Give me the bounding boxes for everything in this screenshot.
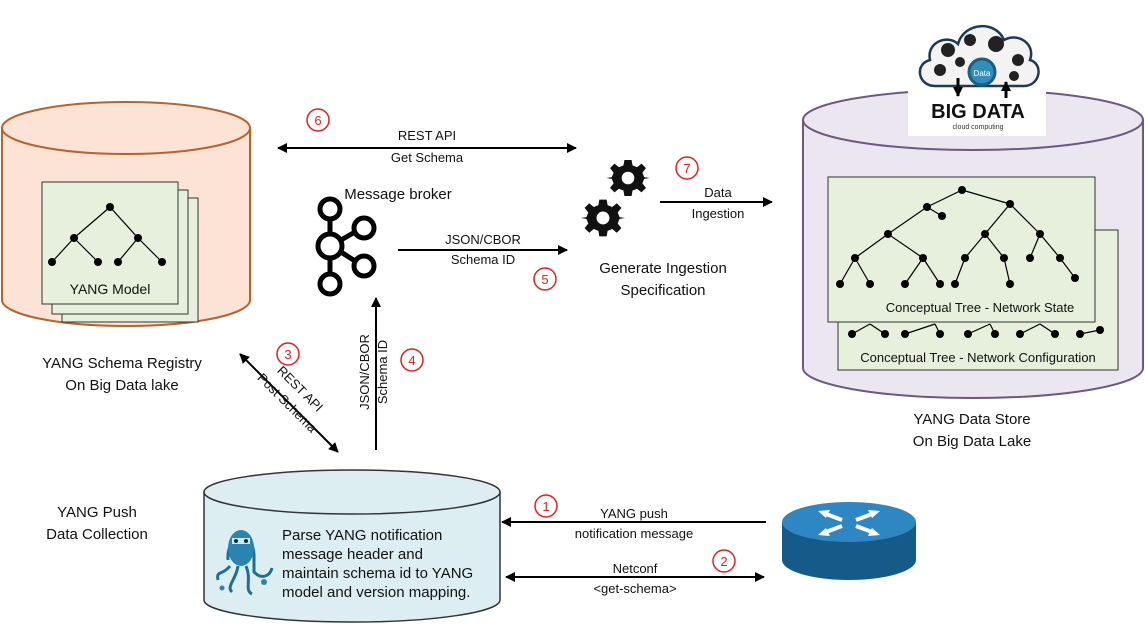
registry-title-line2: On Big Data lake <box>65 377 178 394</box>
flow-3-arrow <box>239 353 339 453</box>
step-badge-2: 2 <box>712 549 736 573</box>
svg-text:4: 4 <box>408 353 415 368</box>
svg-text:2: 2 <box>720 554 727 569</box>
step-badge-3: 3 <box>276 342 300 366</box>
step-badges: 6 7 5 3 4 1 2 <box>276 108 736 573</box>
svg-text:3: 3 <box>284 347 291 362</box>
store-title-line2: On Big Data Lake <box>913 433 1031 450</box>
broker-title: Message broker <box>344 186 452 203</box>
tree-config-label: Conceptual Tree - Network Configuration <box>860 350 1096 365</box>
flow-6-line2: Get Schema <box>391 150 464 165</box>
svg-text:5: 5 <box>541 272 548 287</box>
tree-state-label: Conceptual Tree - Network State <box>886 300 1075 315</box>
collector-title-line1: YANG Push <box>57 504 137 521</box>
step-badge-6: 6 <box>306 108 330 132</box>
router-icon <box>782 502 916 580</box>
big-data-sub: cloud computing <box>953 124 1004 131</box>
collector-cylinder <box>203 469 501 623</box>
ingestion-line1: Generate Ingestion <box>599 260 727 277</box>
collector-desc-line3: maintain schema id to YANG <box>282 565 473 582</box>
step-badge-7: 7 <box>675 156 699 180</box>
message-broker-icon <box>315 196 377 297</box>
conceptual-tree-state: Conceptual Tree - Network State <box>827 176 1096 323</box>
svg-text:1: 1 <box>542 499 549 514</box>
flow-2-line2: <get-schema> <box>593 581 676 596</box>
svg-text:7: 7 <box>683 161 690 176</box>
step-badge-1: 1 <box>534 494 558 518</box>
flow-4-line2: Schema ID <box>375 340 390 404</box>
ingestion-gears-icon <box>580 160 650 237</box>
flow-6-line1: REST API <box>398 128 456 143</box>
flow-1-line2: notification message <box>575 526 694 541</box>
svg-text:6: 6 <box>314 113 321 128</box>
flow-2-line1: Netconf <box>613 561 658 576</box>
flow-7-line2: Ingestion <box>692 206 745 221</box>
flow-7-line1: Data <box>704 185 732 200</box>
ingestion-line2: Specification <box>620 282 705 299</box>
flow-5-line1: JSON/CBOR <box>445 232 521 247</box>
big-data-text: BIG DATA <box>931 101 1025 123</box>
octopus-logo-icon <box>216 530 274 596</box>
big-data-badge: Data <box>974 69 991 78</box>
yang-model-stack: YANG Model <box>41 181 199 323</box>
step-badge-5: 5 <box>533 267 557 291</box>
store-title-line1: YANG Data Store <box>913 411 1030 428</box>
collector-desc-line1: Parse YANG notification <box>282 527 442 544</box>
flow-1-line1: YANG push <box>600 506 668 521</box>
big-data-logo: Data BIG DATA cloud computing <box>908 2 1046 136</box>
flow-4-line1: JSON/CBOR <box>357 334 372 410</box>
collector-title-line2: Data Collection <box>46 526 148 543</box>
yang-model-label: YANG Model <box>70 281 151 297</box>
flow-5-line2: Schema ID <box>451 252 515 267</box>
registry-title-line1: YANG Schema Registry <box>42 355 202 372</box>
step-badge-4: 4 <box>400 348 424 372</box>
collector-desc-line4: model and version mapping. <box>282 584 470 601</box>
collector-desc-line2: message header and <box>282 546 423 563</box>
